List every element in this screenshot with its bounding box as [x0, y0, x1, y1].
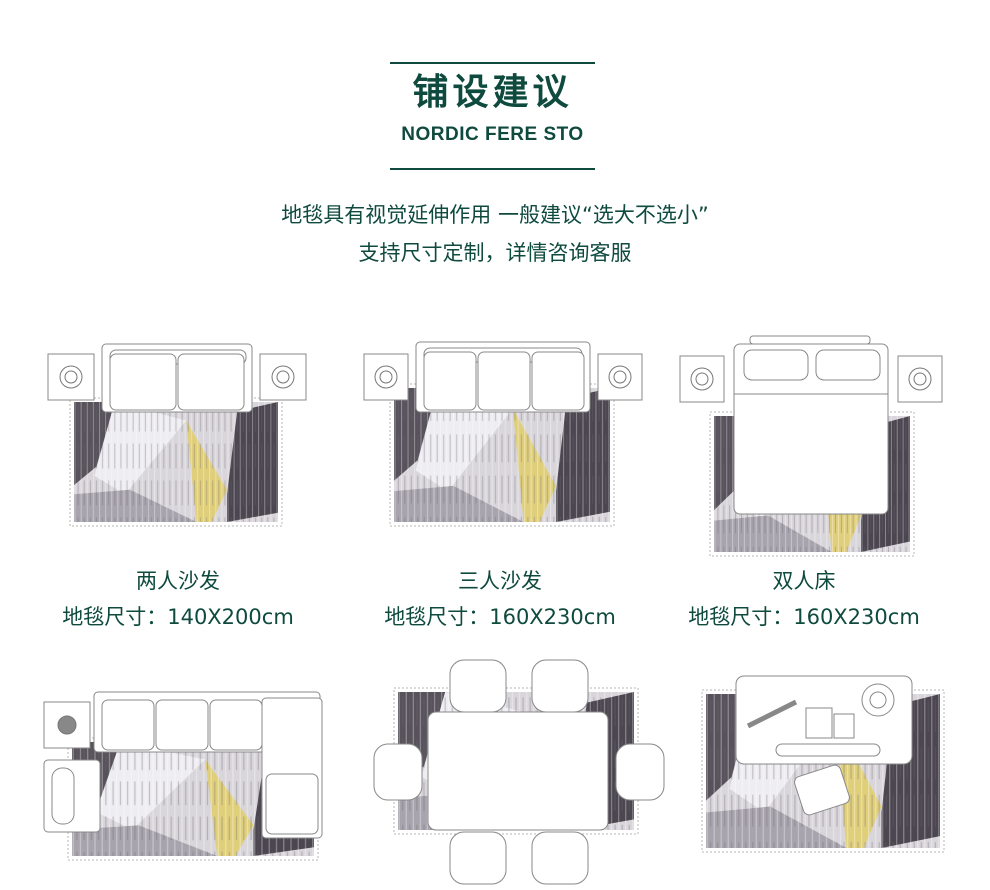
layout-desk	[700, 674, 948, 854]
intro-text: 地毯具有视觉延伸作用 一般建议“选大不选小” 支持尺寸定制，详情咨询客服	[0, 196, 990, 272]
layout-size: 地毯尺寸：160X230cm	[384, 605, 616, 629]
three-seat-sofa-illustration	[363, 341, 643, 527]
layout-double-bed	[676, 334, 946, 559]
layout-caption-3: 双人床 地毯尺寸：160X230cm	[654, 563, 954, 635]
layout-dining-table	[372, 656, 668, 886]
section-subtitle: NORDIC FERE STO	[401, 124, 584, 145]
layout-two-seat-sofa	[40, 340, 315, 535]
layout-caption-1: 两人沙发 地毯尺寸：140X200cm	[28, 563, 328, 635]
sectional-sofa-illustration	[43, 691, 323, 861]
layout-three-seat-sofa	[362, 340, 644, 535]
section-title: 铺设建议	[412, 72, 573, 113]
intro-line-1: 地毯具有视觉延伸作用 一般建议“选大不选小”	[281, 203, 709, 227]
layout-name: 三人沙发	[458, 569, 542, 593]
double-bed-illustration	[679, 335, 943, 557]
layout-size: 地毯尺寸：160X230cm	[688, 605, 920, 629]
dining-table-illustration	[373, 659, 665, 885]
layout-name: 双人床	[772, 569, 836, 593]
layout-caption-2: 三人沙发 地毯尺寸：160X230cm	[350, 563, 650, 635]
layout-sectional-sofa	[40, 688, 330, 863]
intro-line-2: 支持尺寸定制，详情咨询客服	[358, 241, 632, 265]
desk-illustration	[701, 675, 945, 853]
layout-size: 地毯尺寸：140X200cm	[62, 605, 294, 629]
two-seat-sofa-illustration	[47, 343, 307, 527]
layout-name: 两人沙发	[136, 569, 220, 593]
section-header: 铺设建议 NORDIC FERE STO	[390, 62, 595, 170]
